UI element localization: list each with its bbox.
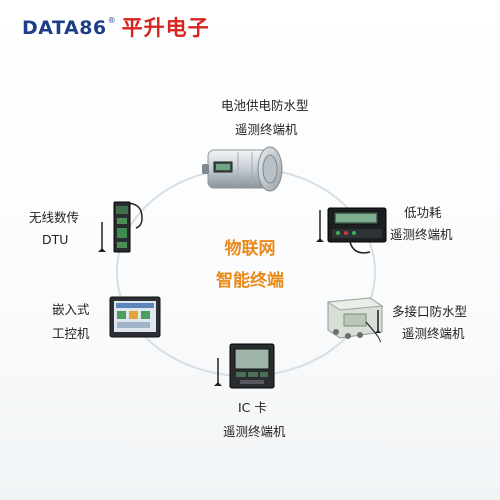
device-label-industrial-pc: 嵌入式 工控机	[52, 300, 90, 344]
device-label-line2: 工控机	[52, 326, 90, 341]
industrial-pc-icon[interactable]	[108, 293, 164, 343]
ic-card-terminal-icon[interactable]	[206, 340, 286, 392]
logo-reg-mark: ®	[107, 16, 116, 25]
center-title-line2: 智能终端	[216, 271, 284, 291]
device-label-line2: 遥测终端机	[402, 326, 465, 341]
device-label-dtu: 无线数传 DTU	[29, 208, 79, 250]
device-label-line1: 电池供电防水型	[221, 98, 309, 113]
device-label-line2: 遥测终端机	[235, 122, 298, 137]
device-label-line2: 遥测终端机	[390, 227, 453, 242]
device-label-line1: IC 卡	[238, 400, 267, 415]
logo-brand-en: DATA86	[22, 17, 107, 39]
center-title-line1: 物联网	[224, 239, 276, 259]
device-label-line2: 遥测终端机	[223, 424, 286, 439]
device-label-line1: 无线数传	[29, 210, 80, 225]
device-label-waterproof-rtu: 多接口防水型 遥测终端机	[392, 302, 467, 344]
logo-brand-cn: 平升电子	[121, 15, 210, 40]
waterproof-box-icon[interactable]	[322, 292, 388, 348]
cylindrical-rtu-icon[interactable]	[200, 140, 292, 202]
dtu-modem-icon[interactable]	[90, 196, 150, 258]
device-label-line1: 低功耗	[404, 205, 442, 220]
device-label-low-power-rtu: 低功耗 遥测终端机	[390, 203, 453, 245]
device-label-battery-rtu: 电池供电防水型 遥测终端机	[215, 96, 309, 140]
device-label-ic-card-rtu: IC 卡 遥测终端机	[223, 398, 286, 442]
device-label-line2: DTU	[42, 232, 69, 247]
device-label-line1: 多接口防水型	[392, 304, 468, 319]
device-label-line1: 嵌入式	[52, 302, 90, 317]
low-power-rtu-icon[interactable]	[310, 200, 390, 258]
brand-logo: DATA86 ® 平升电子	[22, 16, 210, 42]
